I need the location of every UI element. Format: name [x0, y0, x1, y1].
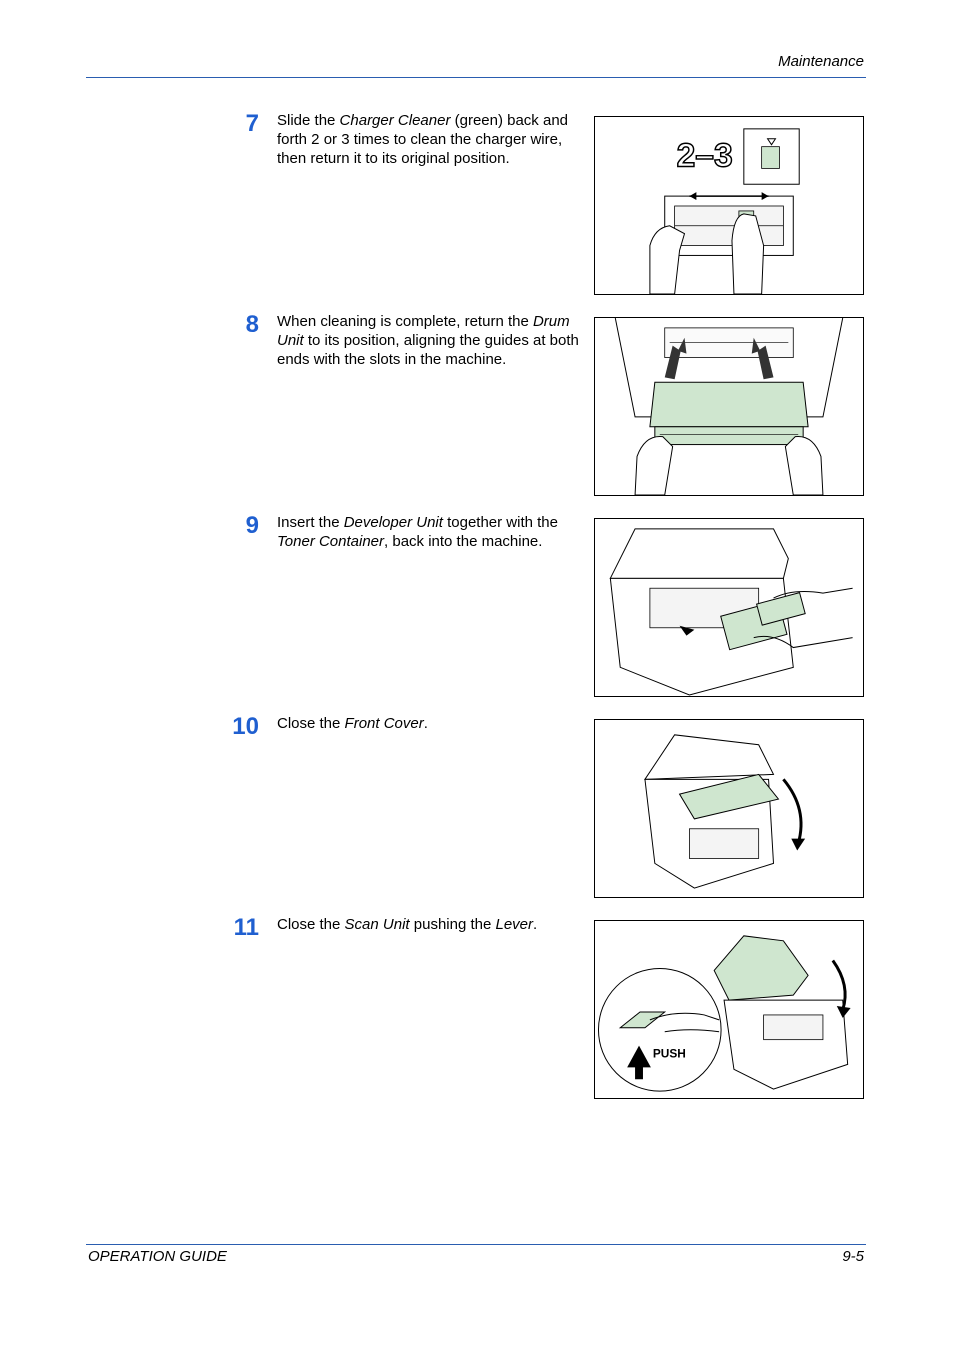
step-text-10: Close the Front Cover. — [277, 714, 587, 733]
developer-unit-illustration — [594, 518, 864, 697]
step-text-segment: to its position, aligning the guides at … — [277, 332, 579, 368]
step-text-segment: When cleaning is complete, return the — [277, 313, 533, 330]
step-text-segment: Slide the — [277, 112, 340, 129]
step-number-8: 8 — [245, 311, 259, 338]
push-label: PUSH — [653, 1046, 686, 1060]
step-text-9: Insert the Developer Unit together with … — [277, 513, 587, 551]
step-text-segment: Close the — [277, 916, 345, 933]
emphasized-term: Drum Unit — [277, 313, 570, 349]
step-text-segment: Close the — [277, 715, 345, 732]
emphasized-term: Toner Container — [277, 533, 385, 550]
step-number-7: 7 — [245, 110, 259, 137]
step-text-8: When cleaning is complete, return the Dr… — [277, 312, 587, 369]
step-number-9: 9 — [245, 512, 259, 539]
footer-rule — [86, 1244, 866, 1245]
emphasized-term: Charger Cleaner — [339, 112, 451, 129]
charger-cleaner-illustration: 2–3 — [594, 116, 864, 295]
step-text-7: Slide the Charger Cleaner (green) back a… — [277, 111, 587, 168]
step-text-segment: pushing the — [409, 916, 496, 933]
footer-guide-title: OPERATION GUIDE — [88, 1248, 227, 1265]
step-number-10: 10 — [232, 713, 259, 740]
step-text-11: Close the Scan Unit pushing the Lever. — [277, 915, 587, 934]
step-text-segment: together with the — [442, 514, 558, 531]
scan-unit-lever-illustration: PUSH — [594, 920, 864, 1099]
header-section-title: Maintenance — [778, 53, 864, 70]
page-number: 9-5 — [842, 1248, 864, 1265]
emphasized-term: Developer Unit — [343, 514, 443, 531]
emphasized-term: Scan Unit — [344, 916, 410, 933]
step-text-segment: , back into the machine. — [384, 533, 543, 550]
step-text-segment: Insert the — [277, 514, 344, 531]
step-text-segment: . — [533, 916, 538, 933]
emphasized-term: Lever — [495, 916, 534, 933]
drum-unit-illustration — [594, 317, 864, 496]
header-rule — [86, 77, 866, 78]
front-cover-illustration — [594, 719, 864, 898]
step-text-segment: . — [423, 715, 428, 732]
step-text-segment: (green) back and forth 2 or 3 times to c… — [277, 112, 569, 167]
step-number-11: 11 — [233, 914, 259, 941]
emphasized-term: Front Cover — [344, 715, 424, 732]
repeat-count-label: 2–3 — [677, 137, 733, 174]
